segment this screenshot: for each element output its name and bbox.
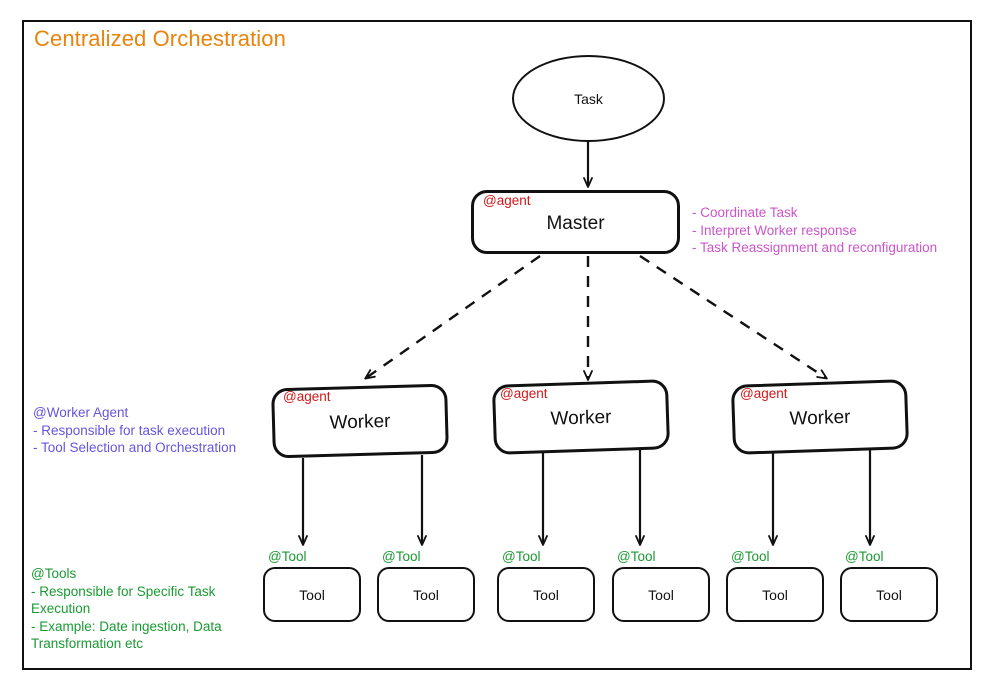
node-tool-3-tag: @Tool: [502, 549, 541, 564]
node-master-label: Master: [546, 212, 605, 234]
node-master[interactable]: Master: [471, 190, 680, 254]
node-tool-4-label: Tool: [648, 586, 674, 603]
node-worker-1-tag: @agent: [283, 389, 331, 404]
node-task[interactable]: Task: [512, 55, 665, 142]
node-worker-2-tag: @agent: [500, 386, 548, 401]
node-tool-5-tag: @Tool: [731, 549, 770, 564]
node-tool-6-label: Tool: [876, 586, 902, 603]
node-tool-6-tag: @Tool: [845, 549, 884, 564]
node-tool-3[interactable]: Tool: [497, 567, 595, 622]
node-tool-2-tag: @Tool: [382, 549, 421, 564]
node-tool-5[interactable]: Tool: [726, 567, 824, 622]
node-task-label: Task: [574, 90, 603, 107]
tool-notes: @Tools - Responsible for Specific Task E…: [31, 566, 222, 651]
node-tool-1[interactable]: Tool: [263, 567, 361, 622]
node-worker-1-label: Worker: [329, 410, 391, 434]
node-tool-4-tag: @Tool: [617, 549, 656, 564]
node-worker-3-tag: @agent: [740, 386, 788, 401]
node-worker-3-label: Worker: [789, 406, 851, 430]
page-title: Centralized Orchestration: [34, 26, 286, 51]
node-tool-4[interactable]: Tool: [612, 567, 710, 622]
node-master-tag: @agent: [483, 193, 531, 208]
node-tool-5-label: Tool: [762, 586, 788, 603]
node-tool-1-label: Tool: [299, 586, 325, 603]
node-worker-2-label: Worker: [550, 406, 612, 430]
node-tool-6[interactable]: Tool: [840, 567, 938, 622]
worker-notes: @Worker Agent - Responsible for task exe…: [33, 405, 237, 455]
node-tool-2-label: Tool: [413, 586, 439, 603]
master-notes: - Coordinate Task - Interpret Worker res…: [692, 205, 938, 255]
node-tool-2[interactable]: Tool: [377, 567, 475, 622]
node-tool-3-label: Tool: [533, 586, 559, 603]
node-tool-1-tag: @Tool: [268, 549, 307, 564]
